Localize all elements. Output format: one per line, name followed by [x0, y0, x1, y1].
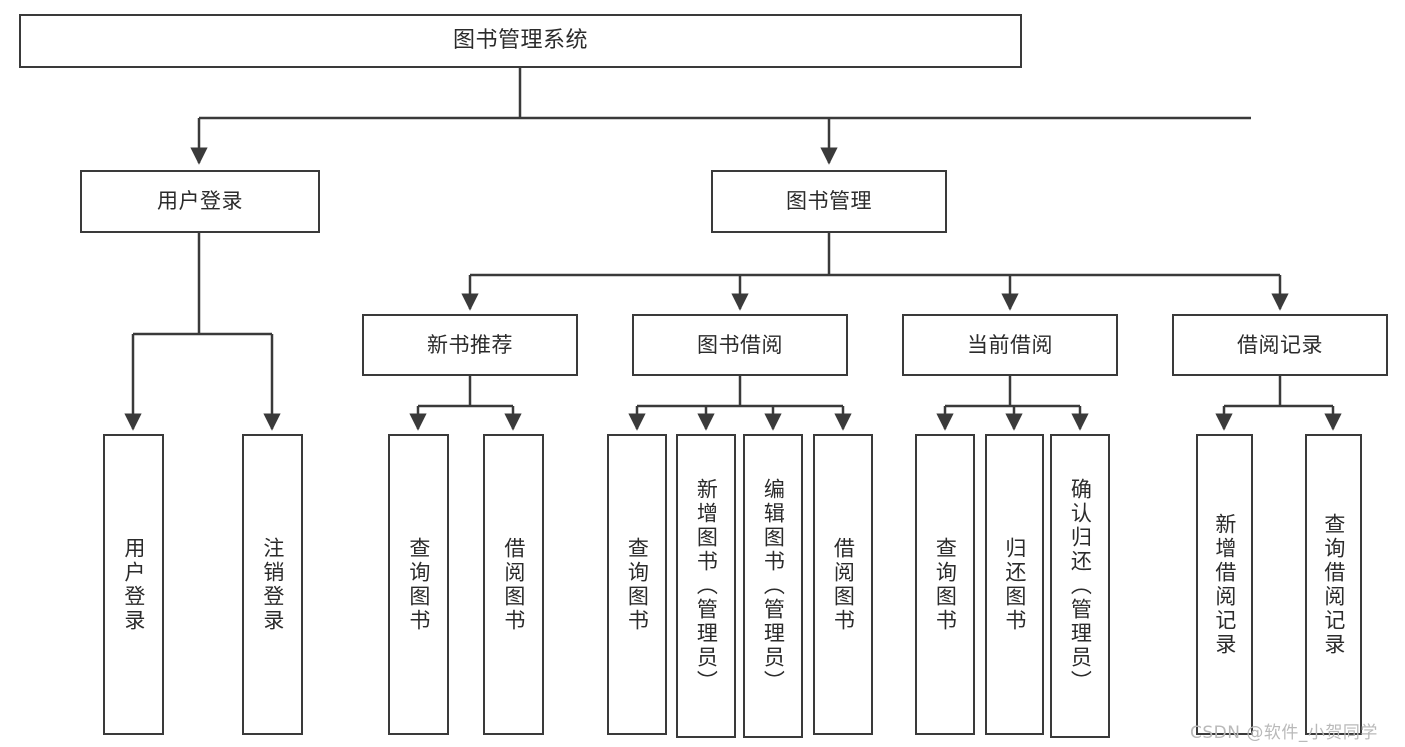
node-label: 新增借阅记录	[1212, 512, 1237, 657]
leaf-query-book-new[interactable]: 查询图书	[388, 434, 449, 735]
node-label: 查询图书	[933, 536, 958, 633]
leaf-add-book-admin[interactable]: 新增图书（管理员）	[676, 434, 736, 738]
leaf-user-login[interactable]: 用户登录	[103, 434, 164, 735]
node-label: 当前借阅	[967, 332, 1053, 357]
node-book-management[interactable]: 图书管理	[711, 170, 947, 233]
leaf-edit-book-admin[interactable]: 编辑图书（管理员）	[743, 434, 803, 738]
node-label: 编辑图书（管理员）	[761, 478, 786, 694]
node-current-borrowing[interactable]: 当前借阅	[902, 314, 1118, 376]
node-user-login[interactable]: 用户登录	[80, 170, 320, 233]
node-label: 图书管理	[786, 189, 872, 214]
node-label: 查询图书	[625, 536, 650, 633]
node-label: 借阅图书	[831, 536, 856, 633]
node-label: 新增图书（管理员）	[694, 478, 719, 694]
node-label: 查询借阅记录	[1321, 512, 1346, 657]
leaf-query-book-current[interactable]: 查询图书	[915, 434, 975, 735]
node-book-borrowing[interactable]: 图书借阅	[632, 314, 848, 376]
node-label: 图书管理系统	[452, 28, 588, 54]
leaf-confirm-return-admin[interactable]: 确认归还（管理员）	[1050, 434, 1110, 738]
node-label: 新书推荐	[427, 332, 513, 357]
leaf-logout[interactable]: 注销登录	[242, 434, 303, 735]
leaf-query-book-borrow[interactable]: 查询图书	[607, 434, 667, 735]
leaf-query-borrow-record[interactable]: 查询借阅记录	[1305, 434, 1362, 735]
leaf-add-borrow-record[interactable]: 新增借阅记录	[1196, 434, 1253, 735]
node-label: 归还图书	[1002, 536, 1027, 633]
node-label: 用户登录	[121, 536, 146, 633]
node-label: 注销登录	[260, 536, 285, 633]
node-new-book-recommendation[interactable]: 新书推荐	[362, 314, 578, 376]
node-label: 确认归还（管理员）	[1068, 478, 1093, 694]
node-label: 查询图书	[406, 536, 431, 633]
watermark: CSDN @软件_小贺同学	[1190, 723, 1378, 743]
node-label: 用户登录	[157, 189, 243, 214]
node-root-book-management-system[interactable]: 图书管理系统	[19, 14, 1022, 68]
node-borrowing-record[interactable]: 借阅记录	[1172, 314, 1388, 376]
leaf-borrow-book-new[interactable]: 借阅图书	[483, 434, 544, 735]
node-label: 借阅图书	[501, 536, 526, 633]
leaf-borrow-book[interactable]: 借阅图书	[813, 434, 873, 735]
leaf-return-book[interactable]: 归还图书	[985, 434, 1044, 735]
node-label: 图书借阅	[697, 332, 783, 357]
node-label: 借阅记录	[1237, 332, 1323, 357]
